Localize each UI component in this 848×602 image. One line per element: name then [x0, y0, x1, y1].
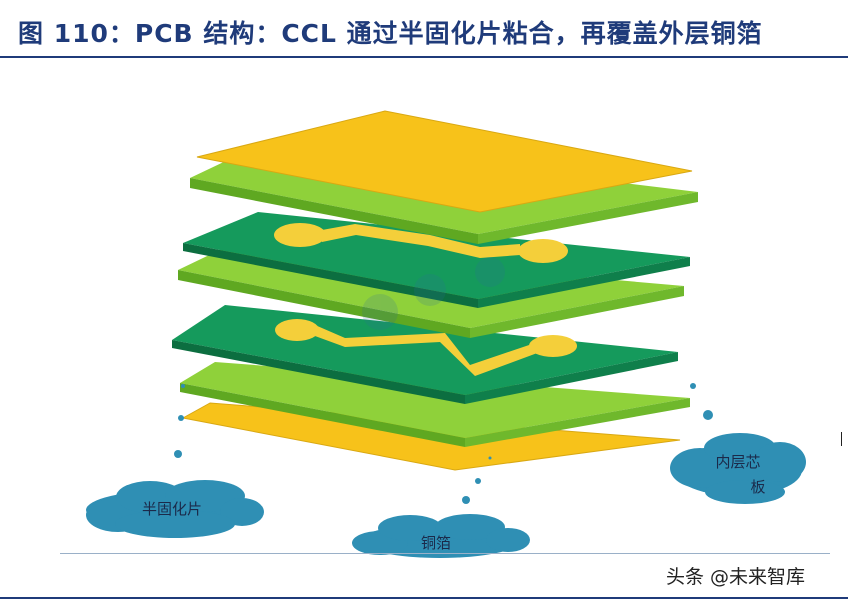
pcb-stack-diagram: 半固化片 铜箔 内层芯 板	[86, 110, 806, 558]
inner-core-upper-traces	[274, 223, 568, 263]
cloud-inner-core-label	[670, 433, 806, 504]
dot	[488, 456, 492, 460]
pad	[529, 335, 577, 357]
prepreg-middle-edge	[178, 270, 470, 338]
prepreg-top-edge-right	[478, 192, 698, 244]
edge-tick	[841, 432, 842, 446]
pad	[275, 319, 319, 341]
label-inner-core-line1: 内层芯	[715, 453, 760, 471]
inner-core-lower-edge	[172, 340, 465, 404]
trace	[315, 325, 540, 376]
inner-core-lower-edge-right	[465, 352, 678, 404]
prepreg-middle-edge-right	[470, 286, 684, 338]
prepreg-bottom-edge-right	[465, 398, 690, 447]
copper-foil-top	[196, 110, 693, 213]
label-inner-core-line2: 板	[750, 478, 765, 496]
dot	[178, 415, 184, 421]
dot	[462, 496, 470, 504]
inner-core-upper-edge	[183, 243, 478, 308]
title-underline	[0, 56, 848, 58]
dot	[703, 410, 713, 420]
caption-divider	[60, 553, 830, 554]
dot	[181, 384, 185, 388]
inner-core-upper-edge-right	[478, 257, 690, 308]
prepreg-bottom-top-face	[180, 362, 690, 438]
cloud-prepreg-label	[86, 480, 264, 538]
prepreg-bottom-edge	[180, 383, 465, 447]
dot	[475, 478, 481, 484]
pointer-dots	[174, 383, 713, 504]
prepreg-top-edge	[190, 178, 478, 244]
inner-core-lower-traces	[275, 319, 577, 376]
figure-title: 图 110：PCB 结构：CCL 通过半固化片粘合，再覆盖外层铜箔	[18, 19, 763, 48]
cloud-copper-foil-label	[352, 514, 530, 558]
pad	[274, 223, 326, 247]
label-prepreg: 半固化片	[142, 500, 202, 518]
layer-watermark-logo	[362, 257, 505, 330]
bottom-rule	[0, 597, 848, 599]
label-copper-foil: 铜箔	[421, 534, 451, 552]
source-watermark: 头条 @未来智库	[660, 560, 812, 591]
pad	[518, 239, 568, 263]
dot	[690, 383, 696, 389]
dot	[174, 450, 182, 458]
trace	[322, 224, 520, 258]
